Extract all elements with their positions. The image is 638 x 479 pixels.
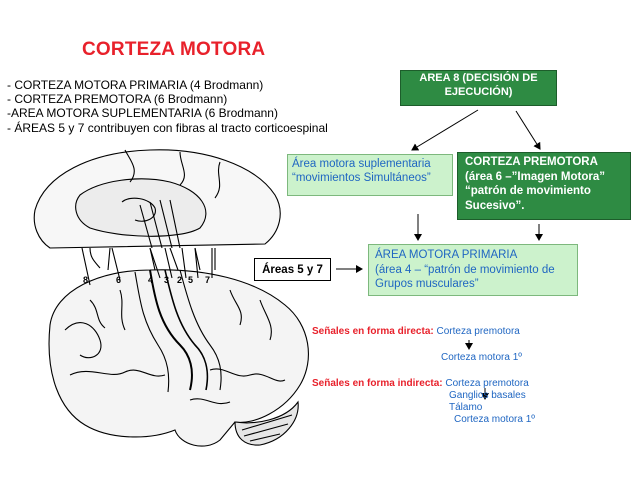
brodmann-label: 8 xyxy=(83,275,88,285)
direct-signal-text: Corteza premotora xyxy=(433,326,520,337)
indirect-step: Ganglios basales xyxy=(449,390,526,401)
page-title: CORTEZA MOTORA xyxy=(82,39,266,60)
suplementaria-line: “movimientos Simultáneos” xyxy=(292,172,431,184)
brodmann-label: 6 xyxy=(116,275,121,285)
direct-signal-label: Señales en forma directa: xyxy=(312,326,434,337)
premotora-line: CORTEZA PREMOTORA xyxy=(465,156,598,168)
brodmann-label: 2 xyxy=(177,275,182,285)
brain-illustration: 8 6 4 3 2 5 7 xyxy=(33,149,309,447)
arrow-to-premotora xyxy=(515,110,541,150)
brodmann-label: 4 xyxy=(148,275,153,285)
indirect-signal-text: Corteza premotora xyxy=(442,378,529,389)
primaria-line: Grupos musculares” xyxy=(375,278,479,290)
areas57-box: Áreas 5 y 7 xyxy=(254,258,331,281)
bullet-item: - CORTEZA MOTORA PRIMARIA (4 Brodmann) xyxy=(7,78,264,92)
premotora-box: CORTEZA PREMOTORA (área 6 –”Imagen Motor… xyxy=(457,152,631,220)
area8-box: AREA 8 (DECISIÓN DE EJECUCIÓN) xyxy=(400,70,557,106)
brodmann-label: 5 xyxy=(188,275,193,285)
area8-line: EJECUCIÓN) xyxy=(444,86,513,98)
area8-line: AREA 8 (DECISIÓN DE xyxy=(419,72,538,84)
indirect-signal-label: Señales en forma indirecta: xyxy=(312,378,443,389)
premotora-line: “patrón de movimiento xyxy=(465,185,591,197)
suplementaria-line: Área motora suplementaria xyxy=(292,158,431,170)
brodmann-label: 7 xyxy=(205,275,210,285)
bullet-list: - CORTEZA MOTORA PRIMARIA (4 Brodmann) -… xyxy=(7,78,328,135)
bullet-item: - ÁREAS 5 y 7 contribuyen con fibras al … xyxy=(7,120,328,135)
bullet-item: -AREA MOTORA SUPLEMENTARIA (6 Brodmann) xyxy=(7,106,278,121)
indirect-signal-line: Señales en forma indirecta: Corteza prem… xyxy=(312,378,529,389)
brodmann-label: 3 xyxy=(164,275,169,285)
indirect-step: Tálamo xyxy=(449,402,483,413)
primaria-line: (área 4 – “patrón de movimiento de xyxy=(375,263,555,276)
premotora-line: (área 6 –”Imagen Motora” xyxy=(465,170,605,183)
bullet-item: - CORTEZA PREMOTORA (6 Brodmann) xyxy=(7,92,228,107)
direct-signal-target: Corteza motora 1º xyxy=(441,352,522,363)
indirect-step: Corteza motora 1º xyxy=(454,414,535,425)
suplementaria-box: Área motora suplementaria “movimientos S… xyxy=(287,154,453,196)
premotora-line: Sucesivo”. xyxy=(465,199,525,212)
direct-signal-line: Señales en forma directa: Corteza premot… xyxy=(312,326,520,337)
arrow-to-suplementaria xyxy=(411,109,479,151)
primaria-line: ÁREA MOTORA PRIMARIA xyxy=(375,249,518,261)
primaria-box: ÁREA MOTORA PRIMARIA (área 4 – “patrón d… xyxy=(368,244,578,296)
